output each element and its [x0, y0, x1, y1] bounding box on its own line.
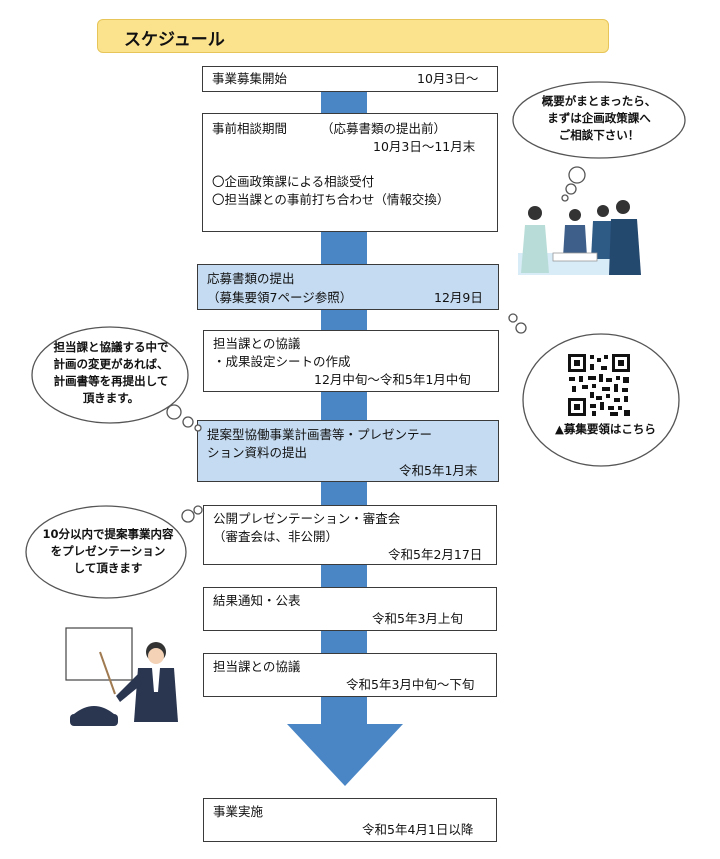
- step-label-cont: ション資料の提出: [207, 445, 308, 460]
- presenter-illustration: [65, 627, 178, 726]
- step-plan-submission: 提案型協働事業計画書等・プレゼンテー ション資料の提出 令和5年1月末: [197, 420, 499, 482]
- step-recruitment-start: 事業募集開始 10月3日～: [202, 66, 498, 92]
- flow-arrow-head: [287, 724, 403, 786]
- step-date: 令和5年4月1日以降: [362, 822, 474, 837]
- speech-cloud-presentation: [25, 505, 203, 599]
- step-consultation-outcome-sheet: 担当課との協議 ・成果設定シートの作成 12月中旬～令和5年1月中旬: [203, 330, 499, 392]
- step-label: 事業募集開始: [212, 71, 288, 86]
- step-public-presentation: 公開プレゼンテーション・審査会 （審査会は、非公開） 令和5年2月17日: [203, 505, 497, 565]
- step-sub: （募集要領7ページ参照）: [207, 290, 353, 305]
- step-date: 令和5年1月末: [399, 463, 478, 478]
- speech-cloud-consult: [512, 81, 686, 202]
- step-date: 10月3日～11月末: [373, 139, 476, 154]
- step-application-submission: 応募書類の提出 （募集要領7ページ参照） 12月9日: [197, 264, 499, 310]
- step-sub: （応募書類の提出前）: [321, 121, 447, 136]
- step-label: 結果通知・公表: [213, 593, 301, 608]
- cloud-text-presentation: 10分以内で提案事業内容 をプレゼンテーション して頂きます: [42, 527, 174, 575]
- step-pre-consultation: 事前相談期間 （応募書類の提出前） 10月3日～11月末 〇企画政策課による相談…: [202, 113, 498, 232]
- step-sub: ・成果設定シートの作成: [213, 354, 351, 369]
- step-date: 令和5年3月中旬～下旬: [346, 677, 475, 692]
- step-label: 応募書類の提出: [207, 271, 295, 286]
- step-date: 令和5年2月17日: [388, 547, 483, 562]
- schedule-title-bar: スケジュール: [97, 19, 609, 53]
- cloud-text-change: 担当課と協議する中で 計画の変更があれば、 計画書等を再提出して 頂きます。: [53, 340, 169, 405]
- step-label: 提案型協働事業計画書等・プレゼンテー: [207, 427, 433, 442]
- step-label: 担当課との協議: [213, 659, 301, 674]
- step-bullet: 〇担当課との事前打ち合わせ（情報交換）: [212, 192, 450, 207]
- step-date: 12月中旬～令和5年1月中旬: [314, 372, 471, 387]
- step-label: 公開プレゼンテーション・審査会: [213, 511, 401, 526]
- step-project-implementation: 事業実施 令和5年4月1日以降: [203, 798, 497, 842]
- step-label: 担当課との協議: [213, 336, 301, 351]
- step-results-announcement: 結果通知・公表 令和5年3月上旬: [203, 587, 497, 631]
- step-date: 10月3日～: [417, 71, 479, 86]
- step-label: 事業実施: [213, 804, 264, 819]
- step-date: 12月9日: [434, 290, 483, 305]
- cloud-text-consult: 概要がまとまったら、 まずは企画政策課へ ご相談下さい！: [541, 94, 657, 142]
- qr-caption: ▲募集要領はこちら: [555, 422, 656, 436]
- page-title: スケジュール: [124, 30, 225, 50]
- speech-cloud-change: [31, 326, 202, 432]
- step-date: 令和5年3月上旬: [372, 611, 463, 626]
- step-label: 事前相談期間: [212, 121, 288, 136]
- step-sub: （審査会は、非公開）: [213, 529, 339, 544]
- qr-code-icon[interactable]: [566, 352, 632, 418]
- meeting-illustration: [518, 200, 641, 275]
- step-final-consultation: 担当課との協議 令和5年3月中旬～下旬: [203, 653, 497, 697]
- step-bullet: 〇企画政策課による相談受付: [212, 174, 375, 189]
